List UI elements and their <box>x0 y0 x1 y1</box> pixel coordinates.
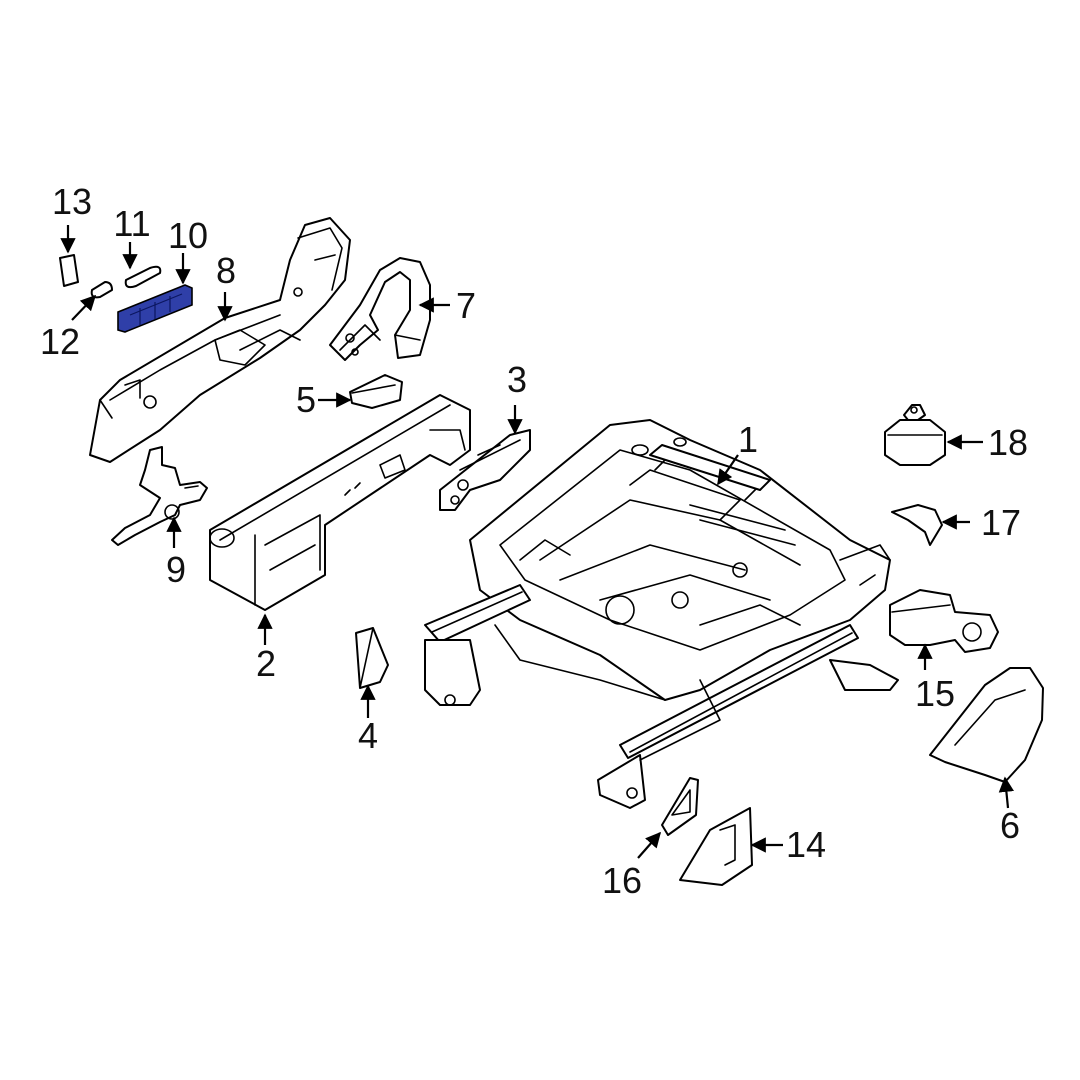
callout-14[interactable]: 14 <box>786 824 826 865</box>
callout-5[interactable]: 5 <box>296 379 316 420</box>
leader-lines <box>60 225 1015 859</box>
part-11-knob[interactable] <box>124 265 162 289</box>
part-5-cap[interactable] <box>349 374 403 409</box>
callout-6[interactable]: 6 <box>1000 805 1020 846</box>
callout-4[interactable]: 4 <box>358 715 378 756</box>
callout-3[interactable]: 3 <box>507 359 527 400</box>
callout-2[interactable]: 2 <box>256 643 276 684</box>
callout-16[interactable]: 16 <box>602 860 642 901</box>
callout-13[interactable]: 13 <box>52 181 92 222</box>
callout-1[interactable]: 1 <box>738 419 758 460</box>
part-15-actuator[interactable] <box>889 589 999 653</box>
callout-15[interactable]: 15 <box>915 673 955 714</box>
callout-11[interactable]: 11 <box>113 203 150 244</box>
part-9-lever[interactable] <box>111 446 208 546</box>
part-14-inner-cover[interactable] <box>679 807 753 886</box>
callout-8[interactable]: 8 <box>216 250 236 291</box>
callout-9[interactable]: 9 <box>166 549 186 590</box>
callout-labels: 1 2 3 4 5 6 7 8 9 10 11 12 13 14 15 16 1… <box>40 181 1028 901</box>
part-6-outer-cover[interactable] <box>929 667 1044 783</box>
callout-17[interactable]: 17 <box>981 502 1021 543</box>
part-16-triangle-bracket[interactable] <box>661 777 699 836</box>
part-10-switch-plate-highlighted[interactable] <box>117 284 193 333</box>
part-4-wedge[interactable] <box>355 627 389 689</box>
part-2-track-cover[interactable] <box>209 394 471 611</box>
part-13-button[interactable] <box>59 254 79 287</box>
part-12-cap[interactable] <box>90 281 113 299</box>
part-17-clip[interactable] <box>891 504 943 546</box>
callout-18[interactable]: 18 <box>988 422 1028 463</box>
callout-10[interactable]: 10 <box>168 215 208 256</box>
callout-12[interactable]: 12 <box>40 321 80 362</box>
part-8-side-trim[interactable] <box>89 217 351 463</box>
part-7-recliner-bracket[interactable] <box>329 257 431 361</box>
callout-7[interactable]: 7 <box>456 285 476 326</box>
part-18-motor[interactable] <box>884 404 946 466</box>
